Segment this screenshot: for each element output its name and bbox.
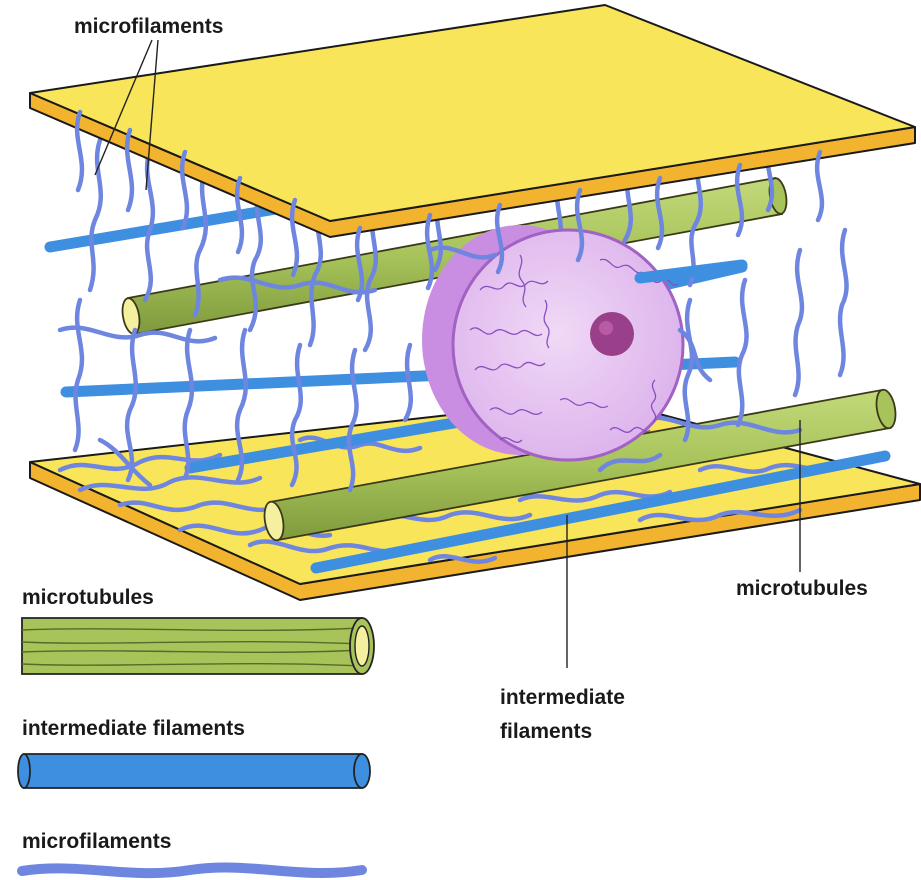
label-intermediate-filaments-line1: intermediate xyxy=(500,686,625,709)
legend-swatch-microtubule xyxy=(22,618,374,674)
legend-swatch-microfilament xyxy=(22,868,362,874)
label-intermediate-filaments-line2: filaments xyxy=(500,720,592,743)
label-microtubules-right: microtubules xyxy=(736,577,868,600)
legend-label-microfilaments: microfilaments xyxy=(22,830,171,853)
nucleus xyxy=(422,225,683,460)
nucleolus xyxy=(590,312,634,356)
legend-label-intermediate-filaments: intermediate filaments xyxy=(22,717,245,740)
legend-swatch-intermediate-filament xyxy=(18,754,370,788)
label-microfilaments-top: microfilaments xyxy=(74,15,223,38)
legend: microtubules intermediate filaments micr… xyxy=(18,586,374,873)
legend-label-microtubules: microtubules xyxy=(22,586,154,609)
